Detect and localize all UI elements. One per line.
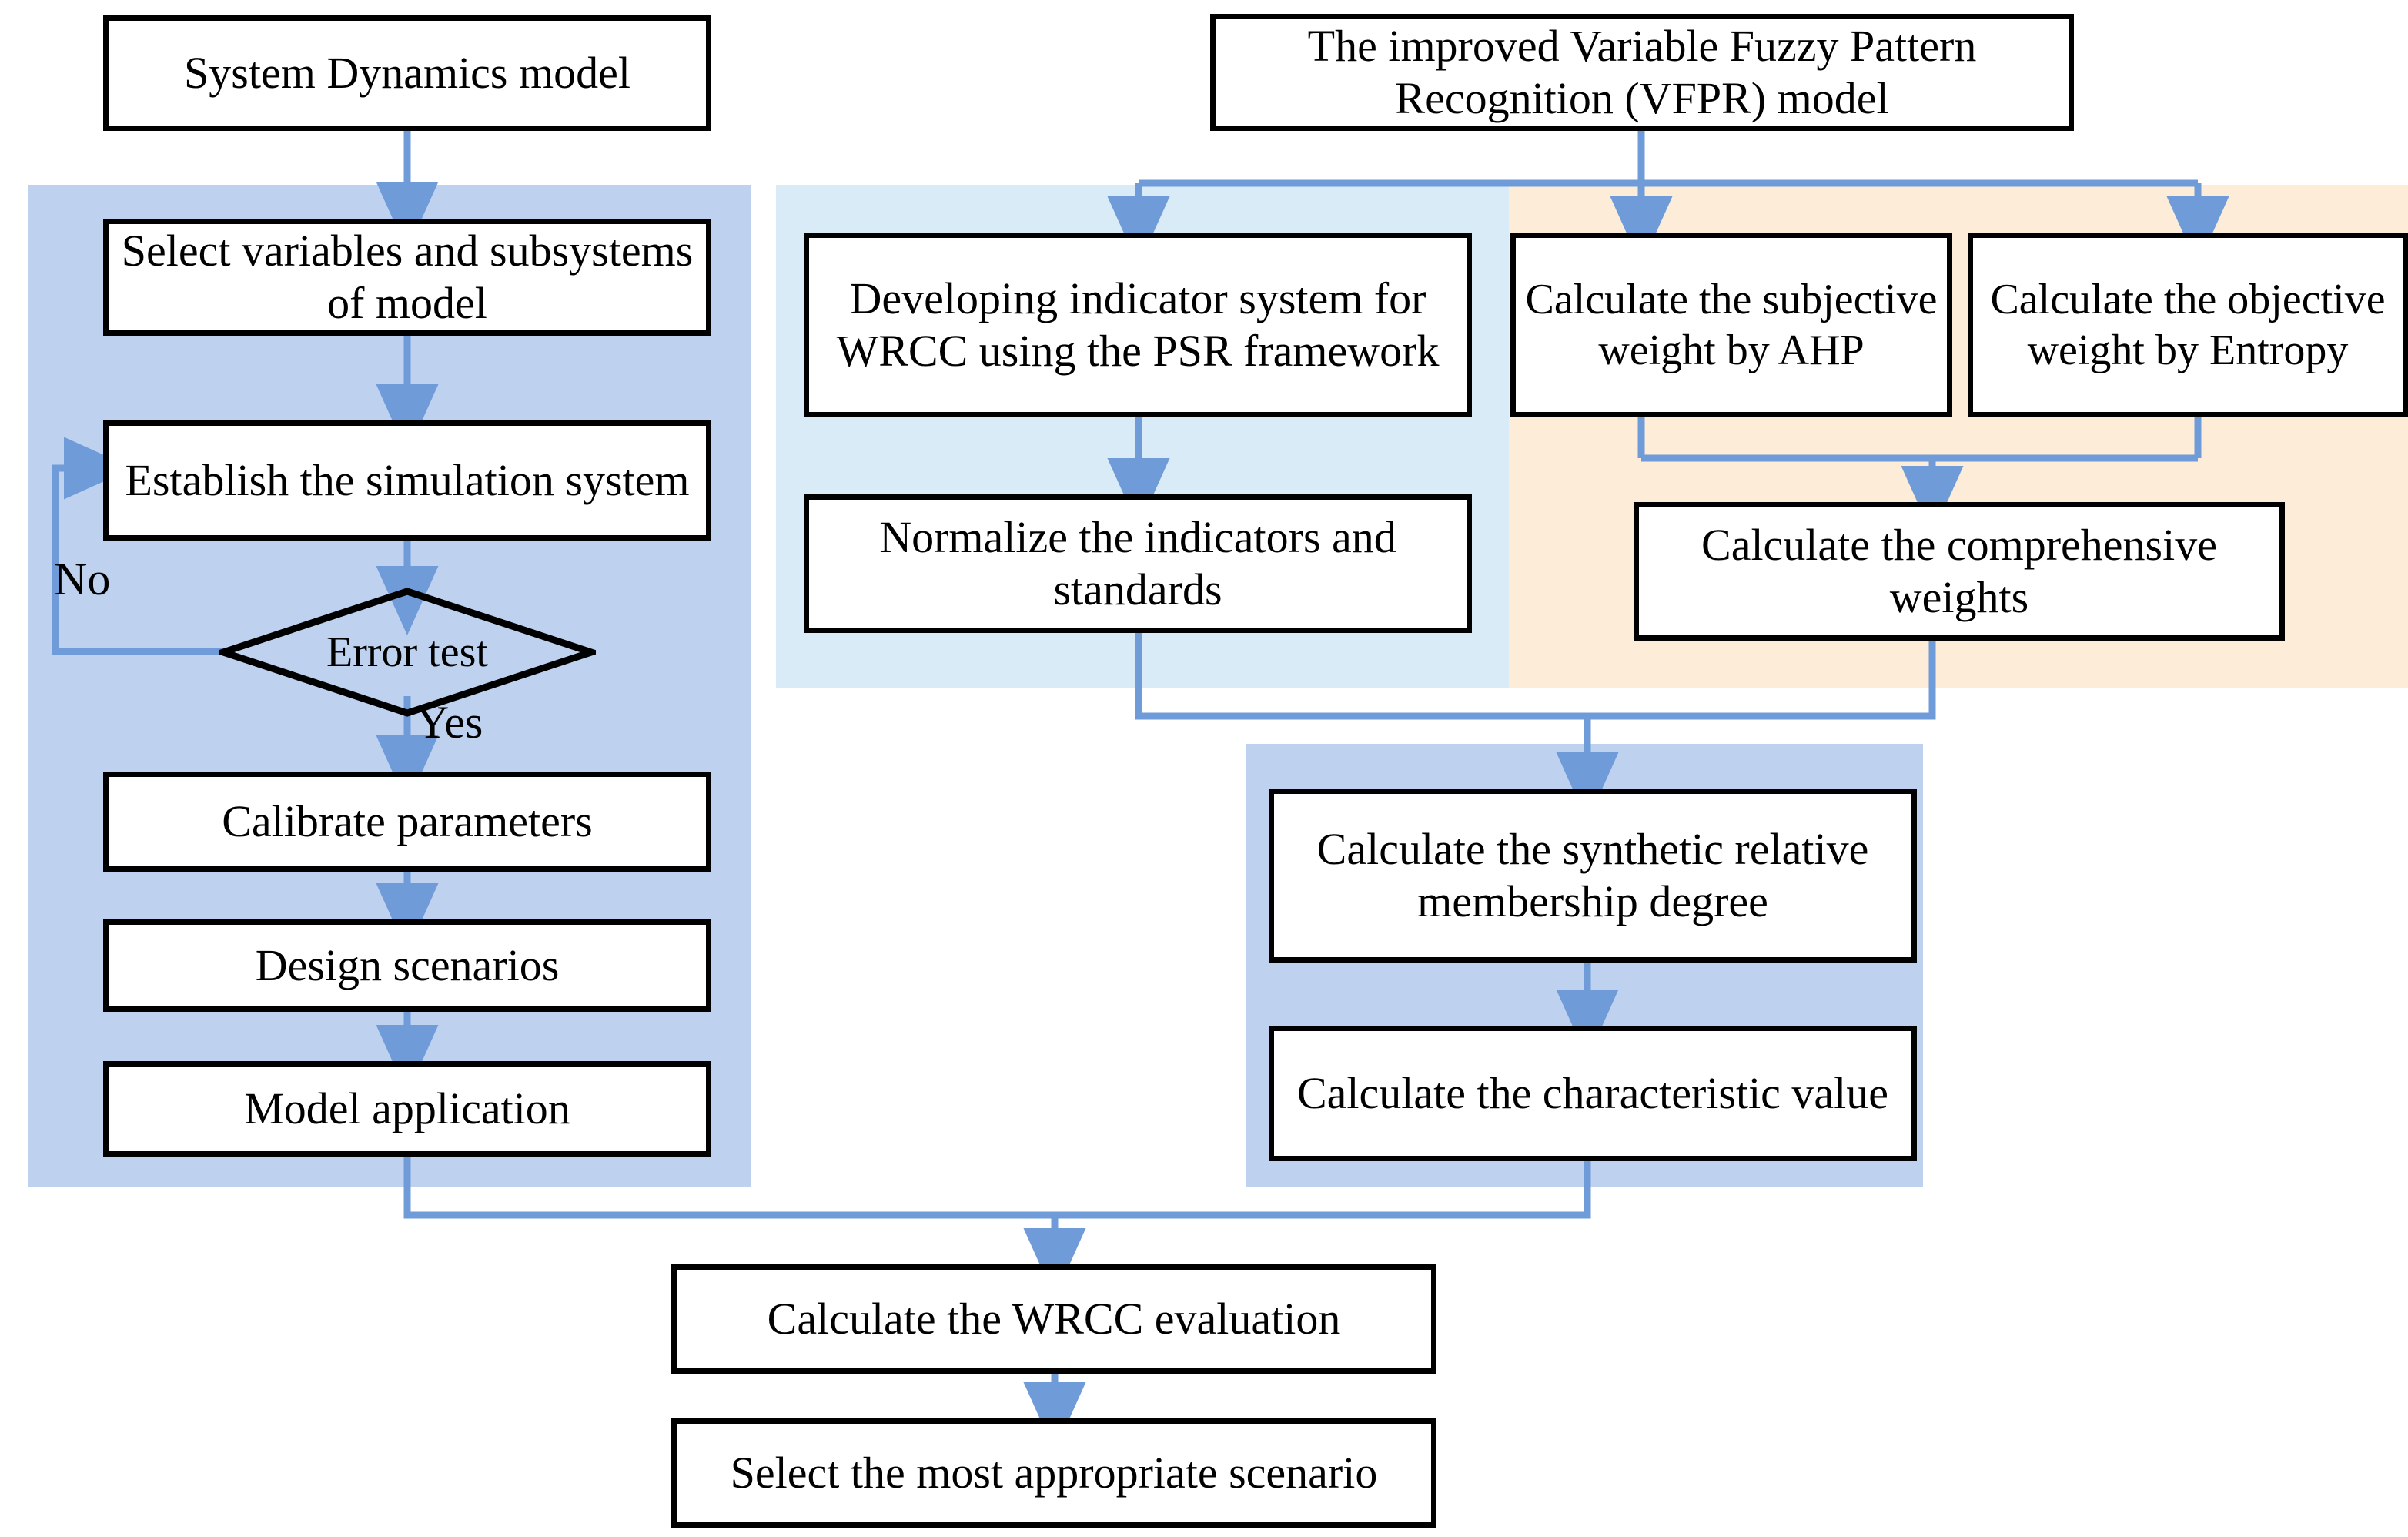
node-label: Normalize the indicators and standards	[879, 511, 1396, 614]
node-select-scenario[interactable]: Select the most appropriate scenario	[671, 1418, 1436, 1528]
node-label: Model application	[244, 1083, 570, 1133]
node-comprehensive-weights[interactable]: Calculate the comprehensive weights	[1634, 502, 2285, 641]
node-normalize-indicators[interactable]: Normalize the indicators and standards	[804, 494, 1472, 633]
node-label: Calculate the comprehensive weights	[1701, 519, 2217, 622]
system-dynamics-panel	[28, 185, 751, 1187]
node-establish-simulation-system[interactable]: Establish the simulation system	[103, 420, 711, 541]
node-synthetic-membership-degree[interactable]: Calculate the synthetic relative members…	[1269, 789, 1917, 963]
node-calibrate-parameters[interactable]: Calibrate parameters	[103, 772, 711, 872]
node-label: Calculate the synthetic relative members…	[1316, 823, 1869, 926]
node-label: Select variables and subsystems of model	[121, 225, 694, 328]
node-error-test[interactable]: Error test	[212, 587, 603, 718]
node-design-scenarios[interactable]: Design scenarios	[103, 919, 711, 1012]
node-label: Calibrate parameters	[222, 795, 593, 846]
edge-modelapp-bus	[403, 1155, 1055, 1219]
edge-label-yes: Yes	[416, 697, 483, 748]
diamond-shape	[212, 588, 603, 717]
node-characteristic-value[interactable]: Calculate the characteristic value	[1269, 1026, 1917, 1161]
edge-characteristic-bus	[1055, 1160, 1591, 1219]
node-label: Error test	[326, 628, 488, 676]
node-label: Establish the simulation system	[125, 454, 690, 505]
node-system-dynamics-model[interactable]: System Dynamics model	[103, 15, 711, 131]
edge-comprehensive-bus	[1587, 639, 1936, 720]
node-label: Calculate the objective weight by Entrop…	[1990, 275, 2386, 374]
edge-label-no: No	[54, 554, 111, 604]
edge-normalize-bus	[1135, 631, 1587, 720]
node-select-variables[interactable]: Select variables and subsystems of model	[103, 219, 711, 336]
node-label: Calculate the subjective weight by AHP	[1525, 275, 1938, 374]
node-label: Calculate the characteristic value	[1296, 1067, 1889, 1118]
node-developing-indicator-system[interactable]: Developing indicator system for WRCC usi…	[804, 233, 1472, 417]
node-label: Calculate the WRCC evaluation	[767, 1293, 1341, 1344]
edge-no-feedback	[52, 437, 223, 655]
node-label: Design scenarios	[255, 939, 560, 990]
node-vfpr-model[interactable]: The improved Variable Fuzzy Pattern Reco…	[1210, 14, 2074, 131]
node-model-application[interactable]: Model application	[103, 1061, 711, 1157]
node-label: The improved Variable Fuzzy Pattern Reco…	[1307, 20, 1977, 123]
node-label: Select the most appropriate scenario	[730, 1447, 1378, 1498]
node-subjective-weight[interactable]: Calculate the subjective weight by AHP	[1510, 233, 1952, 417]
node-objective-weight[interactable]: Calculate the objective weight by Entrop…	[1968, 233, 2408, 417]
node-label: Developing indicator system for WRCC usi…	[836, 273, 1440, 376]
node-label: System Dynamics model	[184, 47, 630, 98]
node-wrcc-evaluation[interactable]: Calculate the WRCC evaluation	[671, 1264, 1436, 1374]
